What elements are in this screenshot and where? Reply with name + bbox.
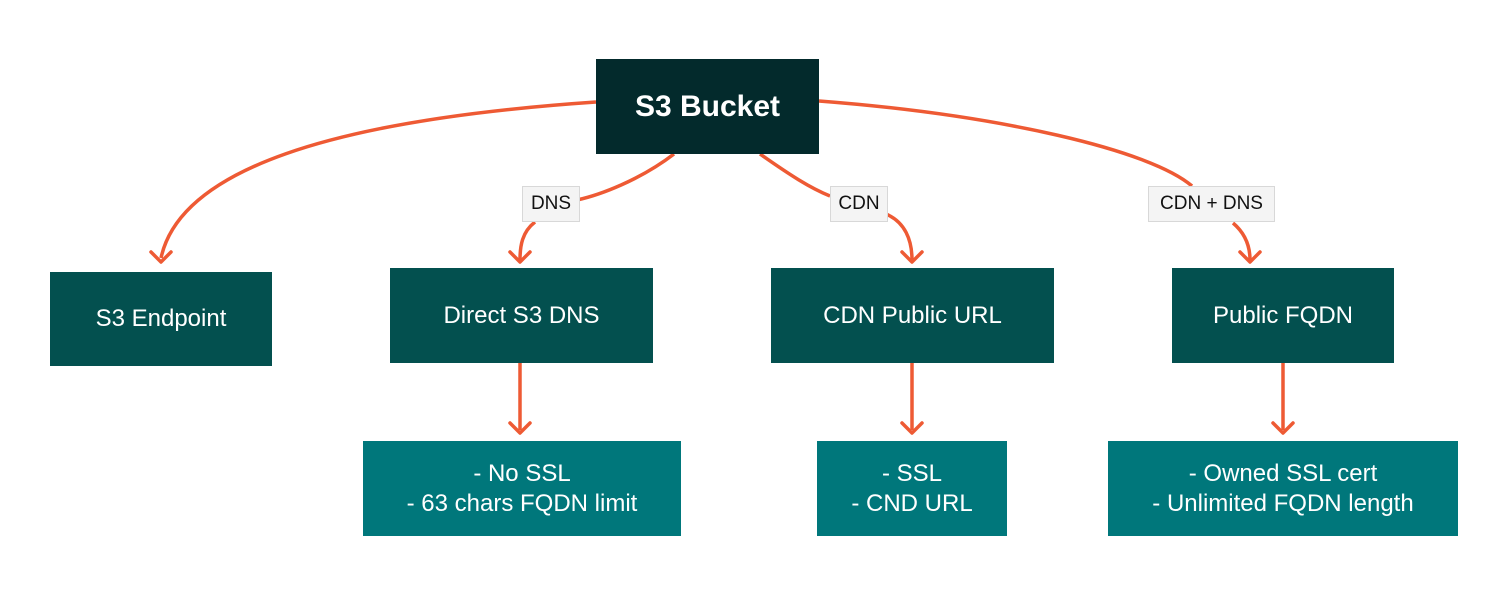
edge-dns-to-direct-s3-dns [518,220,537,261]
arrowhead-direct-s3-dns [508,250,532,264]
s3-endpoint-node: S3 Endpoint [50,272,272,366]
direct-s3-dns-node: Direct S3 DNS [390,268,653,363]
arrowhead-cdn-public-url-notes [900,421,924,435]
arrowhead-direct-s3-dns-notes [508,421,532,435]
note-line: - No SSL [473,459,571,487]
edge-bucket-to-public-fqdn [818,99,1194,188]
cdn-public-url-node: CDN Public URL [771,268,1054,363]
public-fqdn-node: Public FQDN [1172,268,1394,363]
note-line: - 63 chars FQDN limit [406,489,638,517]
edge-bucket-to-cdn-public-url [758,152,831,198]
edge-bucket-to-direct-s3-dns [576,152,676,202]
arrowhead-public-fqdn-notes [1271,421,1295,435]
arrowhead-cdn-public-url [900,250,924,264]
edge-label-dns: DNS [522,186,580,222]
edge-label-cdn-text: CDN [838,193,880,214]
direct-s3-dns-label: Direct S3 DNS [443,301,600,329]
cdn-public-url-label: CDN Public URL [823,301,1002,329]
note-line: - Owned SSL cert [1188,459,1378,487]
edge-label-cdn-dns: CDN + DNS [1148,186,1275,222]
edge-cdn-dns-to-public-fqdn [1231,221,1252,261]
note-line: - SSL [881,459,943,487]
note-line: - CND URL [851,489,973,517]
s3-bucket-label: S3 Bucket [634,89,781,123]
arrowhead-public-fqdn [1238,250,1262,264]
s3-endpoint-label: S3 Endpoint [95,305,227,332]
public-fqdn-notes: - Owned SSL cert - Unlimited FQDN length [1108,441,1458,536]
direct-s3-dns-notes: - No SSL - 63 chars FQDN limit [363,441,681,536]
s3-bucket-node: S3 Bucket [596,59,819,154]
public-fqdn-label: Public FQDN [1212,301,1354,329]
edge-label-cdn-dns-text: CDN + DNS [1160,193,1263,214]
edge-label-dns-text: DNS [530,193,572,214]
cdn-public-url-notes: - SSL - CND URL [817,441,1007,536]
arrowhead-s3-endpoint [149,250,173,264]
edge-cdn-to-cdn-public-url [885,212,914,261]
edge-bucket-to-s3-endpoint [159,100,597,259]
note-line: - Unlimited FQDN length [1152,489,1414,517]
edge-label-cdn: CDN [830,186,888,222]
